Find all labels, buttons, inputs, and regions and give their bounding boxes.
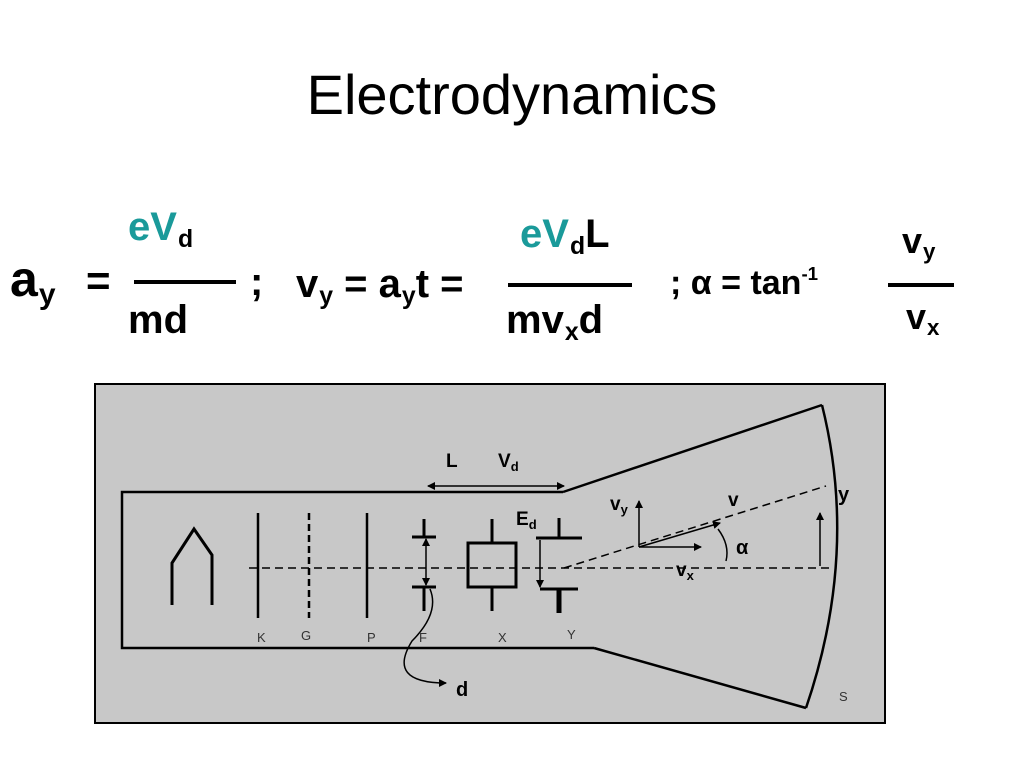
label-F: F [419, 630, 427, 645]
eq1-denominator: md [128, 298, 188, 342]
x-deflection-plates [466, 519, 518, 611]
label-alpha: α [736, 537, 749, 559]
eq2-numerator: eVdL [520, 212, 610, 260]
label-Y: Y [567, 627, 576, 642]
label-Ed: Ed [516, 509, 537, 532]
y-deflection-plates [536, 518, 582, 613]
crt-diagram-svg: L Vd Ed vy v vx α y d K G P F X Y S [94, 383, 886, 724]
d-pointer [403, 588, 447, 687]
deflected-beam [563, 485, 827, 569]
eq1-numerator: eVd [128, 205, 194, 253]
diagram-background [94, 383, 886, 724]
eq3-denominator: vx [906, 296, 940, 341]
eq3-lhs: ; α = tan-1 [670, 262, 819, 302]
label-Vd: Vd [498, 451, 519, 474]
slide-title: Electrodynamics [306, 63, 718, 126]
tube-outline [120, 403, 839, 710]
eq1-lhs: ay [10, 251, 56, 312]
eq3-fraction-bar [888, 283, 954, 287]
label-vx: vx [676, 560, 695, 583]
label-v: v [728, 490, 739, 511]
v-arrow [638, 521, 721, 548]
eq1-equals: = [86, 257, 111, 304]
alpha-arc [717, 528, 728, 562]
eq3-numerator: vy [902, 220, 936, 265]
crt-diagram: L Vd Ed vy v vx α y d K G P F X Y S [94, 383, 886, 724]
cathode-shape [170, 526, 214, 605]
eq2-fraction-bar [508, 283, 632, 287]
focus-plates [412, 519, 436, 611]
label-d: d [456, 679, 468, 701]
label-K: K [257, 630, 266, 645]
label-L: L [446, 451, 458, 472]
eq2-denominator: mvxd [506, 298, 604, 346]
eq1-separator: ; [250, 260, 264, 304]
label-S: S [839, 689, 848, 704]
label-G: G [301, 628, 311, 643]
label-vy: vy [610, 494, 629, 517]
label-y: y [838, 484, 850, 506]
eq1-fraction-bar [134, 280, 236, 284]
label-X: X [498, 630, 507, 645]
label-P: P [367, 630, 376, 645]
eq2-lhs: vy = ayt = [296, 262, 464, 310]
